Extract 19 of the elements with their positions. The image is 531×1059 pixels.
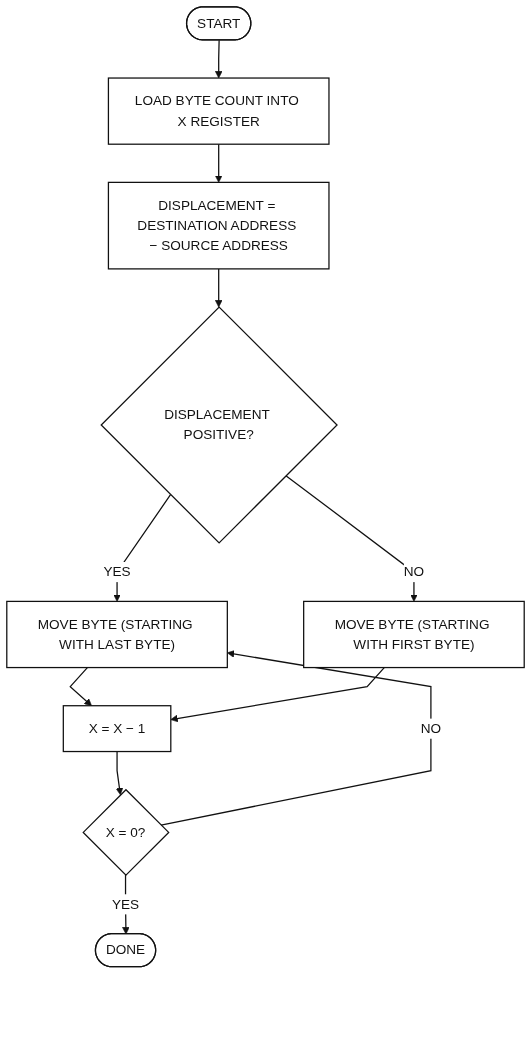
- edge-label: NO: [403, 564, 425, 579]
- arrow: [214, 268, 223, 308]
- arrow: [214, 39, 223, 79]
- edge-label: NO: [420, 721, 442, 736]
- node-box: MOVE BYTE (STARTING WITH FIRST BYTE): [303, 600, 525, 669]
- arrow: [115, 750, 124, 796]
- node-box: LOAD BYTE COUNT INTO X REGISTER: [107, 77, 330, 145]
- arrow: [160, 650, 432, 826]
- edge-label: YES: [111, 896, 140, 912]
- node-diamond: X = 0?: [82, 788, 170, 876]
- arrow: [69, 666, 92, 707]
- node-box: DISPLACEMENT = DESTINATION ADDRESS − SOURCE ADDRESS: [107, 181, 330, 270]
- node-box: MOVE BYTE (STARTING WITH LAST BYTE): [6, 600, 228, 669]
- arrow: [285, 475, 418, 602]
- node-box: X = X − 1: [62, 705, 172, 753]
- edge-label: YES: [103, 564, 131, 579]
- arrow: [170, 666, 385, 723]
- node-diamond: DISPLACEMENT POSITIVE?: [100, 306, 338, 544]
- arrow: [214, 143, 223, 183]
